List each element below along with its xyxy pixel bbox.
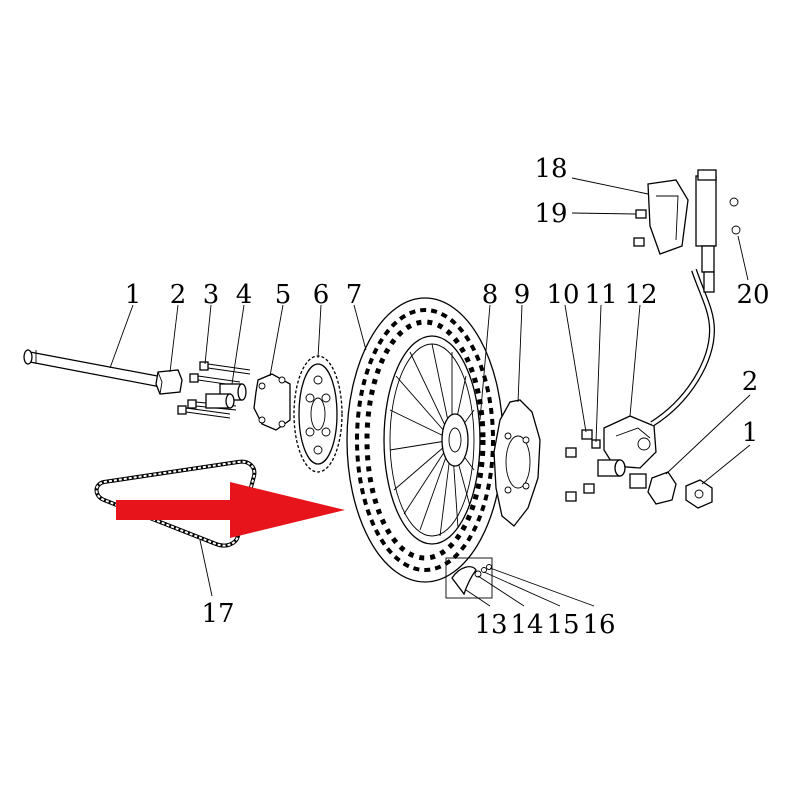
callout-8: 8 [482, 280, 499, 310]
callout-6: 6 [313, 280, 330, 310]
rear-wheel [346, 297, 504, 583]
callout-11: 11 [584, 280, 617, 310]
chain-adjuster-inset [445, 557, 493, 599]
callout-3: 3 [203, 280, 220, 310]
axle [23, 349, 169, 389]
rear-master-cylinder [633, 169, 741, 293]
callout-14: 14 [510, 610, 543, 640]
callout-4: 4 [236, 280, 253, 310]
axle-nut [685, 479, 713, 509]
callout-20: 20 [736, 280, 769, 310]
red-pointer-arrow [116, 482, 345, 538]
callout-16: 16 [582, 610, 615, 640]
callout-1-left: 1 [125, 280, 142, 310]
callout-17: 17 [201, 599, 234, 629]
callout-19: 19 [534, 199, 567, 229]
callout-1-right: 1 [742, 418, 759, 448]
brake-caliper [597, 415, 657, 489]
axle-spacer-left [155, 369, 183, 395]
callout-9: 9 [514, 280, 531, 310]
leader-lines [109, 177, 751, 607]
callout-12: 12 [624, 280, 657, 310]
callout-15: 15 [546, 610, 579, 640]
callout-13: 13 [474, 610, 507, 640]
brake-disc [493, 399, 541, 527]
drive-chain [94, 459, 257, 548]
callout-2-right: 2 [742, 367, 759, 397]
axle-spacer-right [647, 471, 677, 505]
sprocket-bolts [177, 361, 251, 419]
callout-7: 7 [346, 280, 363, 310]
rear-sprocket [293, 355, 343, 473]
callout-10: 10 [546, 280, 579, 310]
callout-numbers: 1 2 3 4 5 6 7 8 9 10 11 12 2 1 13 14 15 … [125, 154, 770, 640]
callout-18: 18 [534, 154, 567, 184]
callout-5: 5 [275, 280, 292, 310]
sprocket-lock-plate [253, 373, 291, 431]
brake-hose [650, 269, 716, 427]
callout-2-left: 2 [170, 280, 187, 310]
brake-disc-bolts [565, 429, 601, 502]
wheel-spacer-sleeve [205, 383, 247, 409]
